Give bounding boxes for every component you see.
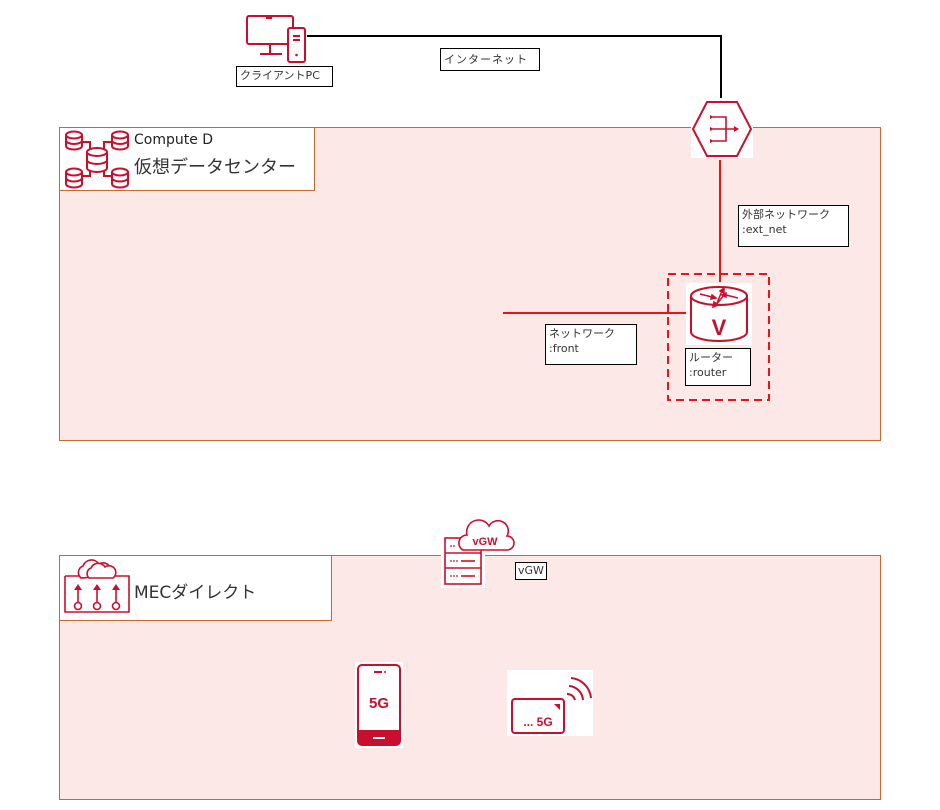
virtual-router-icon[interactable]: V <box>686 283 752 345</box>
compute-d-zone-header <box>59 127 315 191</box>
router-name: ルーター <box>689 351 733 364</box>
front-network-label: ネットワーク :front <box>545 324 637 365</box>
ext-net-name: 外部ネットワーク <box>742 208 830 221</box>
compute-d-subtitle: 仮想データセンター <box>134 157 296 178</box>
vgw-server-cloud-icon[interactable]: vGW <box>441 518 515 588</box>
front-network-name: ネットワーク <box>549 327 615 340</box>
5g-smartphone-icon[interactable]: 5G <box>355 662 403 748</box>
router-icon-bg <box>686 283 752 345</box>
router-label: ルーター :router <box>685 348 751 386</box>
internet-gateway-hexagon-icon[interactable] <box>691 100 753 158</box>
internet-link <box>307 35 722 98</box>
router-id: :router <box>689 366 727 379</box>
phone-5g-text: 5G <box>369 695 389 712</box>
router-glyph: V <box>712 315 727 340</box>
client-pc-label: クライアントPC <box>236 66 333 87</box>
5g-router-icon[interactable]: ... 5G <box>507 670 593 736</box>
ext-net-label: 外部ネットワーク :ext_net <box>738 205 849 247</box>
compute-d-title: Compute D <box>134 132 214 148</box>
vgw-icon-text: vGW <box>472 536 498 548</box>
ext-net-id: :ext_net <box>742 223 787 236</box>
distributed-database-icon <box>65 130 129 189</box>
front-network-id: :front <box>549 342 579 355</box>
mec-cloud-icon <box>64 559 130 613</box>
internet-label: インターネット <box>440 48 540 71</box>
router-group-boundary <box>667 273 770 401</box>
vgw-label: vGW <box>515 562 547 580</box>
desktop-pc-icon <box>246 15 306 63</box>
mec-direct-title: MECダイレクト <box>134 583 257 603</box>
5g-router-text: ... 5G <box>523 715 552 729</box>
